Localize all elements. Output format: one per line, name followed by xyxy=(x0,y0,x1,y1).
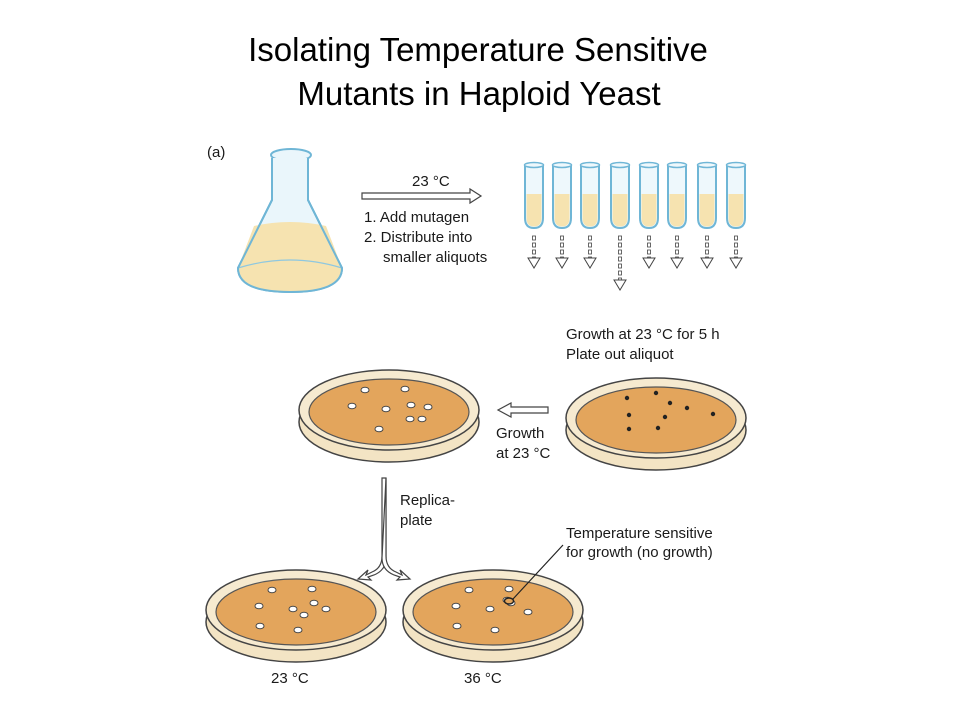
step1-instruction-2: 2. Distribute into xyxy=(364,229,472,246)
flask xyxy=(236,148,344,294)
step2-line-1: Growth at 23 °C for 5 h xyxy=(566,326,720,343)
step1-instruction-1: 1. Add mutagen xyxy=(364,209,469,226)
growth-arrow xyxy=(496,401,549,419)
right-plate-temperature: 36 °C xyxy=(464,670,502,687)
aliquot-tube xyxy=(551,161,573,269)
step3-line-1: Growth xyxy=(496,425,544,442)
slide-title: Isolating Temperature Sensitive Mutants … xyxy=(0,28,960,116)
replica-dish-36c xyxy=(402,569,584,663)
step2-line-2: Plate out aliquot xyxy=(566,346,674,363)
callout-line-1: Temperature sensitive xyxy=(566,525,713,542)
title-line-1: Isolating Temperature Sensitive xyxy=(248,31,708,68)
title-line-2: Mutants in Haploid Yeast xyxy=(297,75,661,112)
colony-dish xyxy=(298,369,480,463)
step1-temperature: 23 °C xyxy=(412,173,450,190)
aliquot-tubes xyxy=(523,161,747,291)
step1-instruction-3: smaller aliquots xyxy=(383,249,487,266)
missing-colony-marker xyxy=(503,597,515,605)
aliquot-tube xyxy=(579,161,601,269)
plated-dish xyxy=(565,377,747,471)
aliquot-tube xyxy=(523,161,545,269)
panel-label: (a) xyxy=(207,144,225,161)
step4-line-1: Replica- xyxy=(400,492,455,509)
step4-line-2: plate xyxy=(400,512,433,529)
step3-line-2: at 23 °C xyxy=(496,445,551,462)
step1-arrow xyxy=(361,187,483,205)
aliquot-tube xyxy=(725,161,747,269)
replica-plate-arrow xyxy=(356,477,412,581)
left-plate-temperature: 23 °C xyxy=(271,670,309,687)
aliquot-tube xyxy=(609,161,631,291)
aliquot-tube xyxy=(638,161,660,269)
callout-leader-line xyxy=(512,544,564,600)
replica-dish-23c xyxy=(205,569,387,663)
aliquot-tube xyxy=(696,161,718,269)
callout-line-2: for growth (no growth) xyxy=(566,544,713,561)
aliquot-tube xyxy=(666,161,688,269)
